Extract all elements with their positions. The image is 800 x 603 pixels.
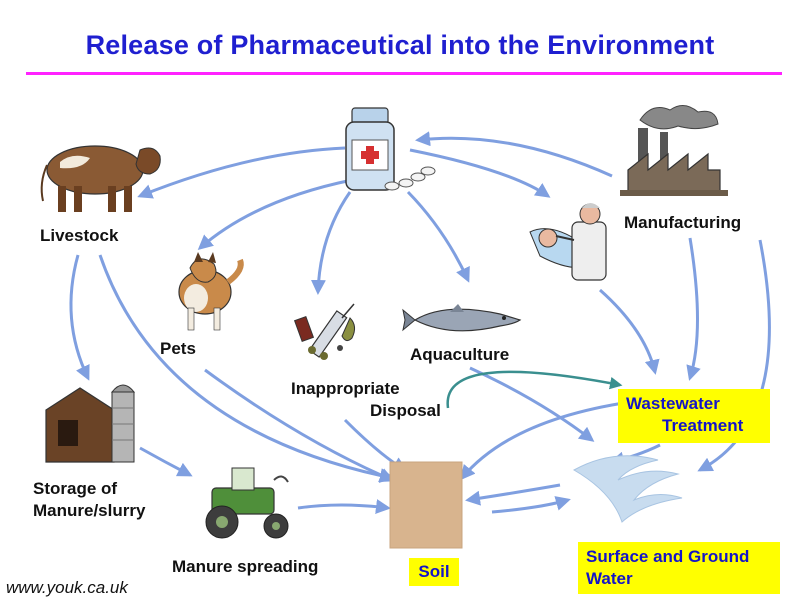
medicine-bottle-icon — [345, 107, 436, 191]
arrow-soil-water — [491, 496, 571, 514]
manure-spreading-label: Manure spreading — [172, 557, 319, 576]
arrow-bottle-dentist — [409, 148, 551, 198]
title-divider — [26, 72, 782, 75]
arrow-factory-bottle — [415, 131, 613, 178]
arrow-pets-soil — [204, 368, 395, 483]
soil-label: Soil — [409, 558, 459, 586]
surface-water-label-line2: Water — [586, 569, 633, 588]
syringe-pills-icon — [293, 303, 356, 360]
storage-label-line1: Storage of — [33, 479, 118, 498]
tractor-icon — [205, 467, 289, 539]
fish-icon — [402, 304, 522, 332]
flow-arrows — [69, 131, 771, 514]
arrow-bottle-pets — [197, 178, 353, 250]
water-splash-icon — [572, 455, 683, 523]
livestock-label: Livestock — [40, 226, 119, 245]
arrow-tractor-soil — [297, 499, 391, 514]
inappropriate-disposal-label-line2: Disposal — [370, 401, 441, 420]
barn-silo-icon — [45, 384, 136, 463]
aquaculture-label: Aquaculture — [410, 345, 510, 364]
factory-icon — [620, 105, 728, 196]
arrow-storage-tractor — [139, 446, 193, 477]
wastewater-treatment-box: Wastewater Treatment — [618, 389, 770, 443]
manufacturing-label: Manufacturing — [624, 213, 742, 232]
arrow-wastewater-soil — [460, 400, 631, 481]
arrow-dentist-wastewater — [599, 288, 660, 375]
arrow-livestock-storage — [69, 254, 90, 381]
wastewater-label-line1: Wastewater — [626, 394, 720, 413]
source-credit: www.youk.ca.uk — [6, 578, 128, 597]
dog-icon — [178, 252, 244, 331]
inappropriate-disposal-label-line1: Inappropriate — [291, 379, 400, 398]
arrow-disposal-wastewater — [446, 370, 623, 409]
arrow-manufacturing-water — [697, 239, 771, 472]
surface-water-label-line1: Surface and Ground — [586, 547, 750, 566]
arrow-water-soil — [465, 483, 561, 506]
dentist-patient-icon — [529, 203, 607, 281]
arrow-manufacturing-wastewater — [686, 237, 701, 381]
arrow-bottle-aquaculture — [406, 190, 470, 283]
cow-icon — [40, 145, 161, 212]
wastewater-label-line2: Treatment — [662, 416, 744, 435]
arrow-aquaculture-water — [469, 366, 595, 442]
storage-label-line2: Manure/slurry — [33, 501, 146, 520]
page-title: Release of Pharmaceutical into the Envir… — [85, 30, 715, 60]
pets-label: Pets — [160, 339, 196, 358]
arrow-livestock-soil — [98, 254, 395, 483]
surface-ground-water-box: Surface and Ground Water — [578, 542, 780, 594]
arrow-bottle-livestock — [137, 146, 346, 199]
soil-icon — [389, 461, 463, 549]
arrow-bottle-disposal — [310, 191, 352, 295]
